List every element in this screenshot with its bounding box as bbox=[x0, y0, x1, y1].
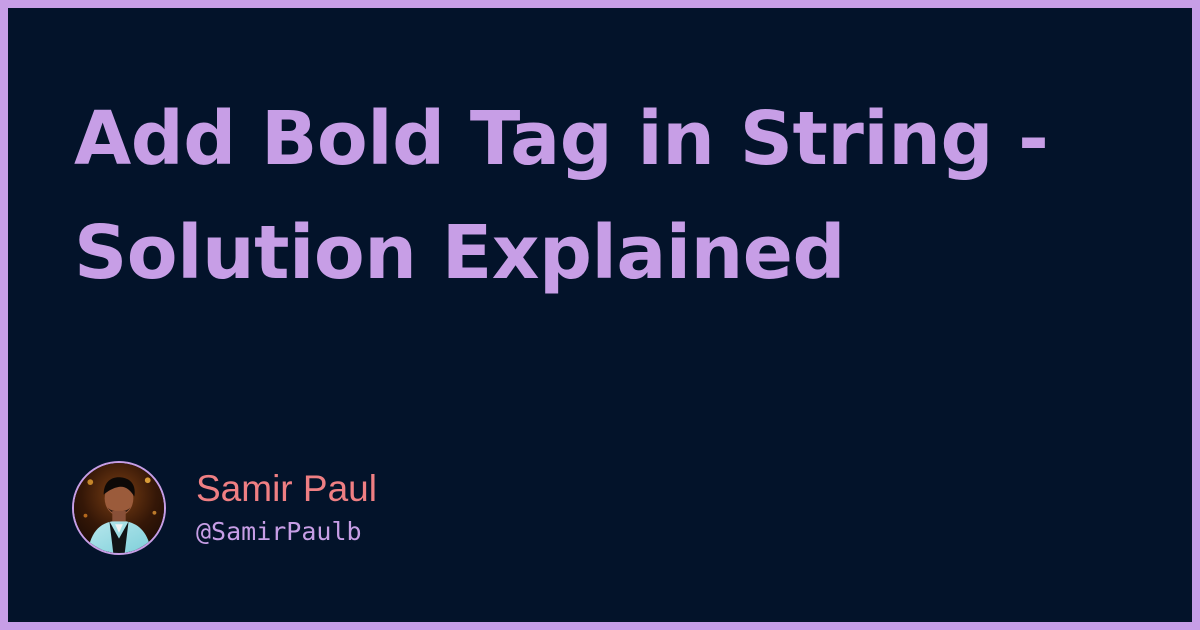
author-block: Samir Paul @SamirPaulb bbox=[72, 459, 377, 557]
author-details: Samir Paul @SamirPaulb bbox=[196, 466, 377, 551]
post-title: Add Bold Tag in String - Solution Explai… bbox=[74, 82, 1154, 310]
post-title-line-1: Add Bold Tag in String - bbox=[74, 96, 1049, 182]
post-title-line-2: Solution Explained bbox=[74, 210, 845, 296]
social-preview-card: Add Bold Tag in String - Solution Explai… bbox=[8, 8, 1192, 622]
author-handle: @SamirPaulb bbox=[196, 516, 362, 546]
person-avatar-icon bbox=[74, 463, 164, 553]
author-avatar bbox=[72, 461, 166, 555]
author-name: Samir Paul bbox=[196, 467, 377, 509]
